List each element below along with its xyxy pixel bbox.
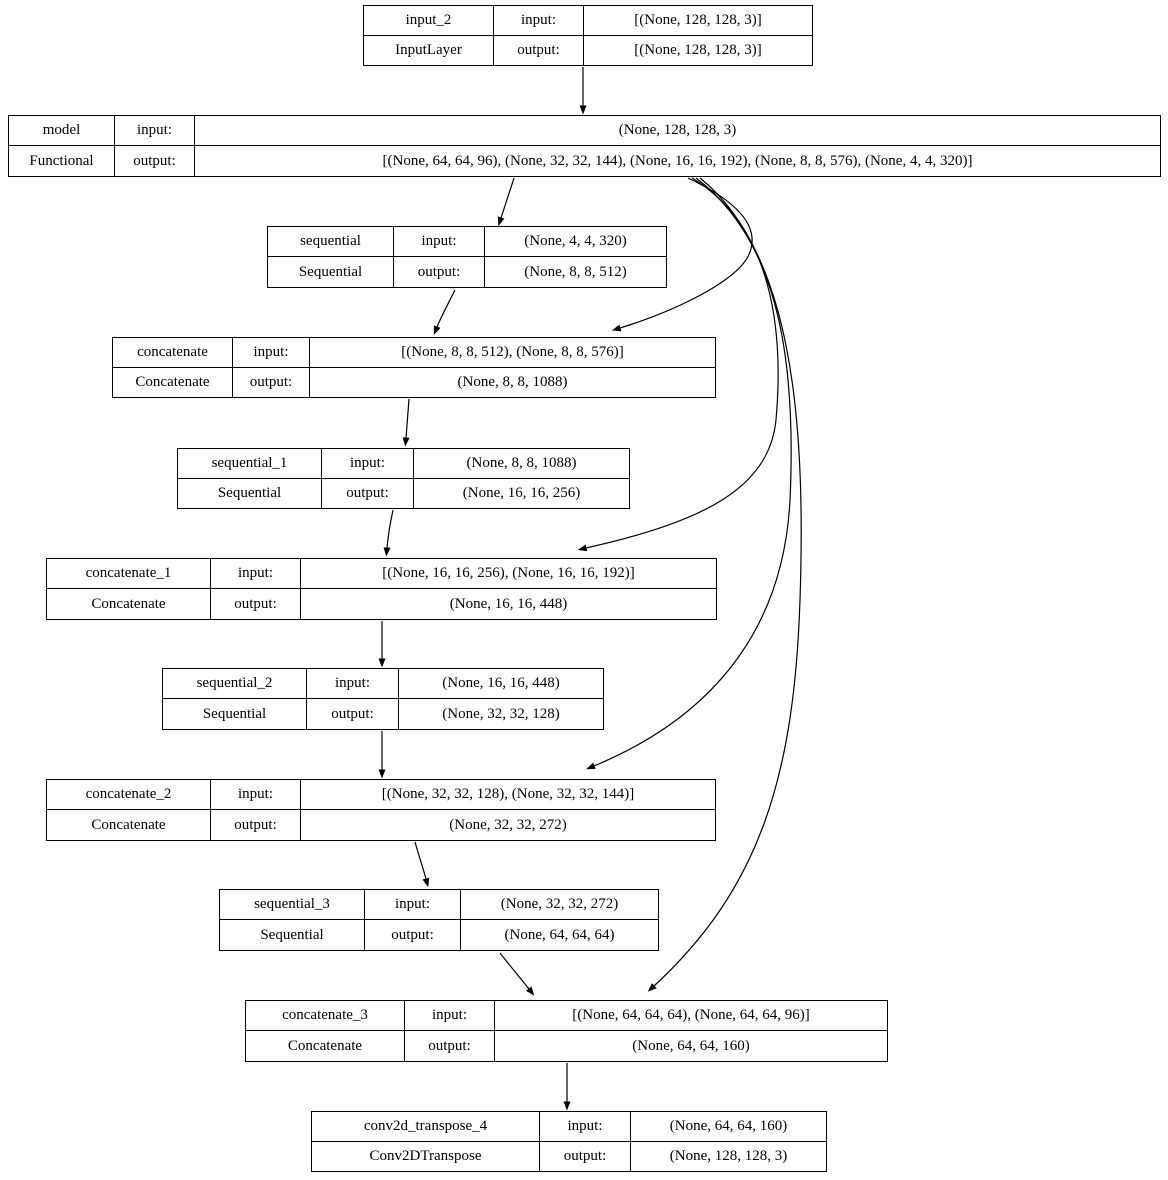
output-shape: (None, 64, 64, 160) <box>494 1031 887 1061</box>
layer-type: Sequential <box>298 263 363 280</box>
layer-name: sequential_2 <box>163 669 306 699</box>
layer-type: Concatenate <box>135 373 210 390</box>
input-shape: [(None, 64, 64, 64), (None, 64, 64, 96)] <box>494 1001 887 1031</box>
layer-name: concatenate_2 <box>47 780 210 810</box>
output-shape: (None, 32, 32, 272) <box>300 810 715 840</box>
input-shape: (None, 16, 16, 448) <box>398 669 603 699</box>
edge-sequential_1-to-concatenate_1 <box>383 509 394 557</box>
edge-concatenate-to-sequential_1 <box>402 398 410 447</box>
output-label: output: <box>493 35 583 65</box>
layer-name: sequential_1 <box>178 449 321 479</box>
output-shape: [(None, 128, 128, 3)] <box>583 35 812 65</box>
node-concatenate_1: concatenate_1 input: [(None, 16, 16, 256… <box>46 558 717 620</box>
input-shape: (None, 32, 32, 272) <box>460 890 658 920</box>
edge-model-to-sequential <box>497 177 515 227</box>
input-shape: (None, 4, 4, 320) <box>484 227 666 257</box>
node-concatenate_3: concatenate_3 input: [(None, 64, 64, 64)… <box>245 1000 888 1062</box>
input-label: input: <box>321 449 413 479</box>
input-shape: [(None, 32, 32, 128), (None, 32, 32, 144… <box>300 780 715 810</box>
layer-name: sequential_3 <box>220 890 364 920</box>
layer-type: Conv2DTranspose <box>369 1147 482 1164</box>
layer-type: Concatenate <box>91 595 166 612</box>
layer-name: input_2 <box>364 6 493 36</box>
output-shape: (None, 16, 16, 256) <box>413 478 629 508</box>
input-shape: [(None, 128, 128, 3)] <box>583 6 812 36</box>
layer-type: Sequential <box>260 926 324 943</box>
input-label: input: <box>210 559 300 589</box>
output-label: output: <box>232 367 309 397</box>
node-input_2: input_2 input: [(None, 128, 128, 3)] Inp… <box>363 5 813 66</box>
layer-name: concatenate <box>113 338 232 368</box>
edge-sequential_3-to-concatenate_3 <box>499 952 535 996</box>
edge-concatenate_2-to-sequential_3 <box>414 841 430 888</box>
layer-name: conv2d_transpose_4 <box>312 1112 539 1142</box>
node-sequential: sequential input: (None, 4, 4, 320) Sequ… <box>267 226 667 288</box>
node-concatenate_2: concatenate_2 input: [(None, 32, 32, 128… <box>46 779 716 841</box>
output-shape: [(None, 64, 64, 96), (None, 32, 32, 144)… <box>194 146 1160 176</box>
edge-model-to-concatenate_3 <box>647 177 802 992</box>
output-shape: (None, 128, 128, 3) <box>630 1141 826 1171</box>
layer-name: concatenate_1 <box>47 559 210 589</box>
layer-type: InputLayer <box>395 41 462 58</box>
edge-model-to-concatenate_2 <box>586 177 792 770</box>
input-label: input: <box>404 1001 494 1031</box>
input-shape: (None, 8, 8, 1088) <box>413 449 629 479</box>
output-shape: (None, 8, 8, 1088) <box>309 367 715 397</box>
input-shape: [(None, 16, 16, 256), (None, 16, 16, 192… <box>300 559 716 589</box>
output-label: output: <box>210 810 300 840</box>
node-model: model input: (None, 128, 128, 3) Functio… <box>8 115 1161 177</box>
node-conv2d_transpose_4: conv2d_transpose_4 input: (None, 64, 64,… <box>311 1111 827 1172</box>
input-label: input: <box>393 227 484 257</box>
input-shape: [(None, 8, 8, 512), (None, 8, 8, 576)] <box>309 338 715 368</box>
input-label: input: <box>493 6 583 36</box>
layer-type: Sequential <box>202 705 267 722</box>
output-label: output: <box>393 257 484 287</box>
edge-sequential-to-concatenate <box>433 289 456 335</box>
node-sequential_3: sequential_3 input: (None, 32, 32, 272) … <box>219 889 659 951</box>
layer-name: model <box>9 116 114 146</box>
output-label: output: <box>306 699 398 729</box>
input-label: input: <box>114 116 194 146</box>
layer-type: Functional <box>29 152 94 169</box>
output-label: output: <box>539 1141 630 1171</box>
output-shape: (None, 64, 64, 64) <box>460 920 658 950</box>
input-label: input: <box>364 890 460 920</box>
output-shape: (None, 32, 32, 128) <box>398 699 603 729</box>
output-label: output: <box>404 1031 494 1061</box>
output-label: output: <box>210 589 300 619</box>
input-shape: (None, 128, 128, 3) <box>194 116 1160 146</box>
layer-type: Concatenate <box>287 1037 363 1054</box>
input-label: input: <box>232 338 309 368</box>
output-label: output: <box>114 146 194 176</box>
output-shape: (None, 16, 16, 448) <box>300 589 716 619</box>
node-sequential_1: sequential_1 input: (None, 8, 8, 1088) S… <box>177 448 630 509</box>
layer-name: sequential <box>268 227 393 257</box>
node-concatenate: concatenate input: [(None, 8, 8, 512), (… <box>112 337 716 398</box>
input-label: input: <box>306 669 398 699</box>
node-sequential_2: sequential_2 input: (None, 16, 16, 448) … <box>162 668 604 730</box>
output-label: output: <box>364 920 460 950</box>
layer-type: Concatenate <box>91 816 166 833</box>
input-label: input: <box>539 1112 630 1142</box>
output-label: output: <box>321 478 413 508</box>
edge-model-to-concatenate <box>611 177 753 332</box>
input-shape: (None, 64, 64, 160) <box>630 1112 826 1142</box>
layer-type: Sequential <box>217 484 282 501</box>
layer-name: concatenate_3 <box>246 1001 404 1031</box>
output-shape: (None, 8, 8, 512) <box>484 257 666 287</box>
input-label: input: <box>210 780 300 810</box>
